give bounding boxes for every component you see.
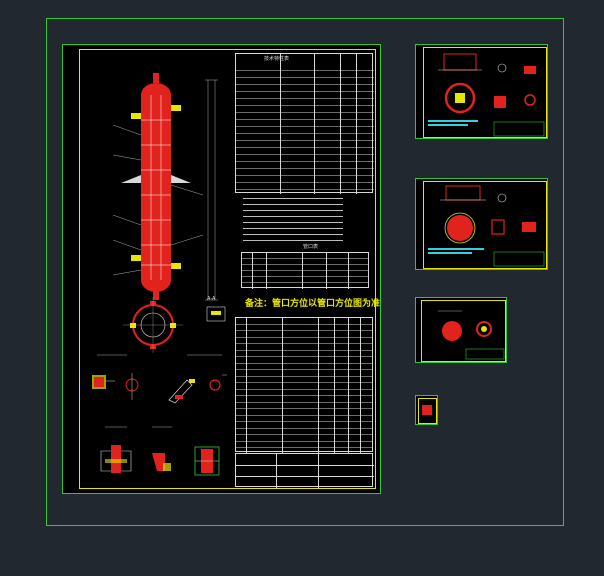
parts-list-table[interactable]: [235, 317, 373, 453]
nozzle-right-lower: [171, 263, 181, 269]
sheet-2-views: [428, 53, 545, 137]
title-block-divider: [318, 454, 319, 488]
drawing-sheet-2[interactable]: [415, 44, 548, 139]
vessel-plan-view[interactable]: [118, 295, 188, 355]
title-block-divider: [276, 454, 277, 488]
main-sheet-inner-border: [79, 49, 376, 489]
vessel-top-head: [141, 83, 171, 107]
drawing-sheet-3[interactable]: [415, 178, 548, 270]
nozzle-right-upper: [171, 105, 181, 111]
nozzle-left-lower: [131, 255, 141, 261]
nozzle-top: [153, 73, 159, 83]
title-block-divider: [236, 476, 374, 477]
detail-views-row-2[interactable]: [97, 423, 227, 485]
nozzle-bottom: [153, 290, 159, 300]
parts-table-col: [334, 318, 335, 453]
section-detail-view[interactable]: [201, 303, 231, 325]
sheet-5-inner-border: [418, 398, 437, 424]
nozzle-table-col: [348, 253, 349, 289]
nozzle-table[interactable]: [241, 252, 369, 289]
sheet-2-inner-border: [423, 47, 547, 138]
tech-table-rows: [236, 64, 374, 194]
nozzle-table-col: [302, 253, 303, 289]
title-block[interactable]: [235, 453, 374, 488]
parts-table-col: [360, 318, 361, 453]
vessel-elevation-view[interactable]: [93, 65, 243, 345]
vessel-shell: [141, 95, 171, 280]
technical-requirements-text: [243, 193, 343, 243]
technical-characteristics-table[interactable]: 技术特性表: [235, 53, 374, 194]
sheet-3-views: [428, 185, 545, 267]
detail-views-row-1[interactable]: [87, 345, 247, 415]
main-drawing-sheet[interactable]: A-A 技术特性表: [62, 44, 381, 494]
drawing-sheet-4[interactable]: [415, 297, 507, 363]
parts-table-col: [282, 318, 283, 453]
parts-table-col: [318, 318, 319, 453]
model-space-frame: [46, 18, 564, 526]
sheet-5-view: [422, 405, 432, 415]
parts-table-col: [246, 318, 247, 453]
sheet-4-inner-border: [421, 300, 506, 362]
support-lug-left: [121, 175, 141, 183]
nozzle-table-col: [252, 253, 253, 289]
title-block-divider: [236, 465, 374, 466]
vessel-bottom-head: [141, 268, 171, 292]
drawing-sheet-5[interactable]: [415, 395, 438, 425]
tech-table-title: 技术特性表: [264, 56, 290, 62]
parts-table-col: [348, 318, 349, 453]
section-label: A-A: [207, 296, 216, 302]
nozzle-left-upper: [131, 113, 141, 119]
nozzle-table-title: 管口表: [303, 244, 319, 250]
support-lug-right: [171, 175, 191, 183]
nozzle-table-col: [266, 253, 267, 289]
sheet-4-views: [438, 310, 505, 360]
sheet-3-inner-border: [423, 181, 547, 269]
nozzle-orientation-note: 备注：管口方位以管口方位图为准: [245, 299, 381, 309]
nozzle-table-col: [326, 253, 327, 289]
